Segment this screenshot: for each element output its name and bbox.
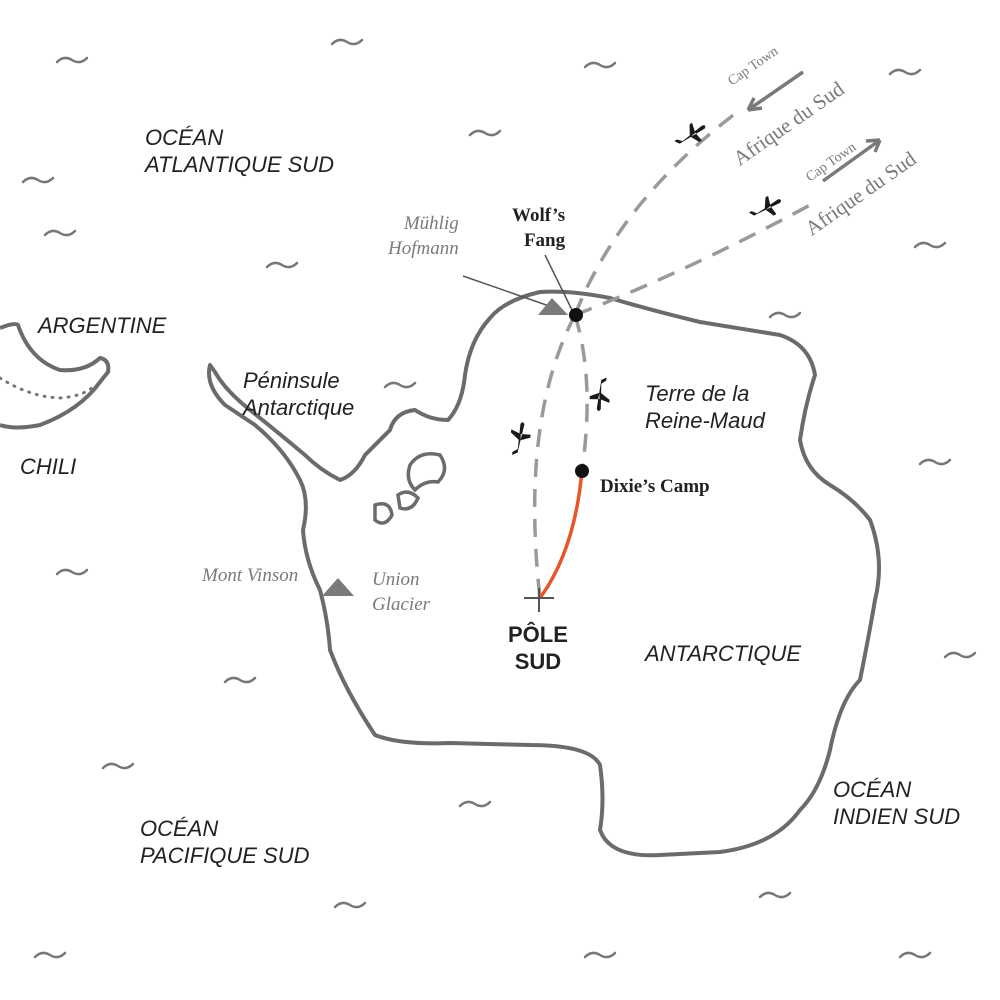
- pointer-line: [462, 275, 556, 309]
- ocean-waves: [21, 38, 977, 959]
- label-argentine: ARGENTINE: [38, 313, 167, 338]
- label-mont-vinson: Mont Vinson: [202, 565, 299, 586]
- wave-icon: [913, 241, 947, 249]
- label-line: Wolf’s: [512, 205, 566, 226]
- plane-icon: [748, 195, 781, 216]
- label-antarctique: ANTARCTIQUE: [645, 641, 802, 666]
- plane-icon: [674, 122, 706, 145]
- wave-icon: [21, 176, 55, 184]
- wolfs-fang-marker[interactable]: [569, 308, 583, 322]
- label-line: SUD: [514, 649, 562, 674]
- plane-icon: [510, 422, 531, 455]
- border-dotted: [0, 376, 97, 400]
- ice-shelf-islands: [373, 452, 447, 525]
- plane-icon: [589, 377, 610, 411]
- route-wolfsfang-dixie: [573, 314, 589, 471]
- label-line: Glacier: [372, 594, 431, 615]
- direction-arrows: [746, 70, 882, 183]
- wave-icon: [758, 891, 792, 899]
- label-line: INDIEN SUD: [833, 804, 961, 829]
- route-capetown-out: [574, 203, 811, 317]
- wave-icon: [468, 129, 502, 137]
- flight-routes: [532, 108, 811, 599]
- ski-route: [538, 469, 584, 600]
- south-america-coast: [0, 322, 111, 430]
- wave-icon: [330, 38, 364, 46]
- mountain-icon: [538, 298, 568, 315]
- label-line: OCÉAN: [833, 777, 912, 802]
- label-line: Fang: [523, 230, 566, 251]
- wave-icon: [55, 56, 89, 64]
- wave-icon: [918, 458, 952, 466]
- label-line: PÔLE: [508, 622, 568, 647]
- label-line: Péninsule: [243, 368, 340, 393]
- wave-icon: [55, 568, 89, 576]
- wave-icon: [458, 800, 492, 808]
- south-pole-cross-icon[interactable]: [524, 588, 554, 612]
- dixies-camp-marker[interactable]: [575, 464, 589, 478]
- route-capetown-in: [573, 108, 742, 316]
- arrow-out: [821, 138, 882, 183]
- wave-icon: [383, 381, 417, 389]
- wave-icon: [101, 762, 135, 770]
- wave-icon: [583, 61, 617, 69]
- wave-icon: [898, 951, 932, 959]
- antarctica-coast: [207, 289, 881, 858]
- wave-icon: [888, 68, 922, 76]
- label-line: Mühlig: [403, 213, 459, 234]
- label-line: Union: [372, 569, 420, 590]
- label-line: ATLANTIQUE SUD: [145, 152, 335, 177]
- pointer-line: [544, 254, 574, 313]
- wave-icon: [943, 651, 977, 659]
- label-line: OCÉAN: [145, 125, 224, 150]
- wave-icon: [768, 311, 802, 319]
- wave-icon: [333, 901, 367, 909]
- planes: [510, 122, 781, 455]
- label-chili: CHILI: [20, 454, 77, 479]
- label-line: Terre de la: [645, 381, 750, 406]
- wave-icon: [265, 261, 299, 269]
- label-line: OCÉAN: [140, 816, 219, 841]
- wave-icon: [583, 951, 617, 959]
- label-dixies-camp: Dixie’s Camp: [600, 476, 710, 497]
- wave-icon: [43, 229, 77, 237]
- label-line: Reine-Maud: [645, 408, 765, 433]
- label-line: Hofmann: [388, 238, 459, 259]
- wave-icon: [223, 676, 257, 684]
- arrow-in: [746, 70, 804, 112]
- label-line: PACIFIQUE SUD: [140, 843, 310, 868]
- label-line: Antarctique: [243, 395, 355, 420]
- mountain-icon: [322, 578, 354, 596]
- route-wolfsfang-pole: [532, 314, 577, 599]
- wave-icon: [33, 951, 67, 959]
